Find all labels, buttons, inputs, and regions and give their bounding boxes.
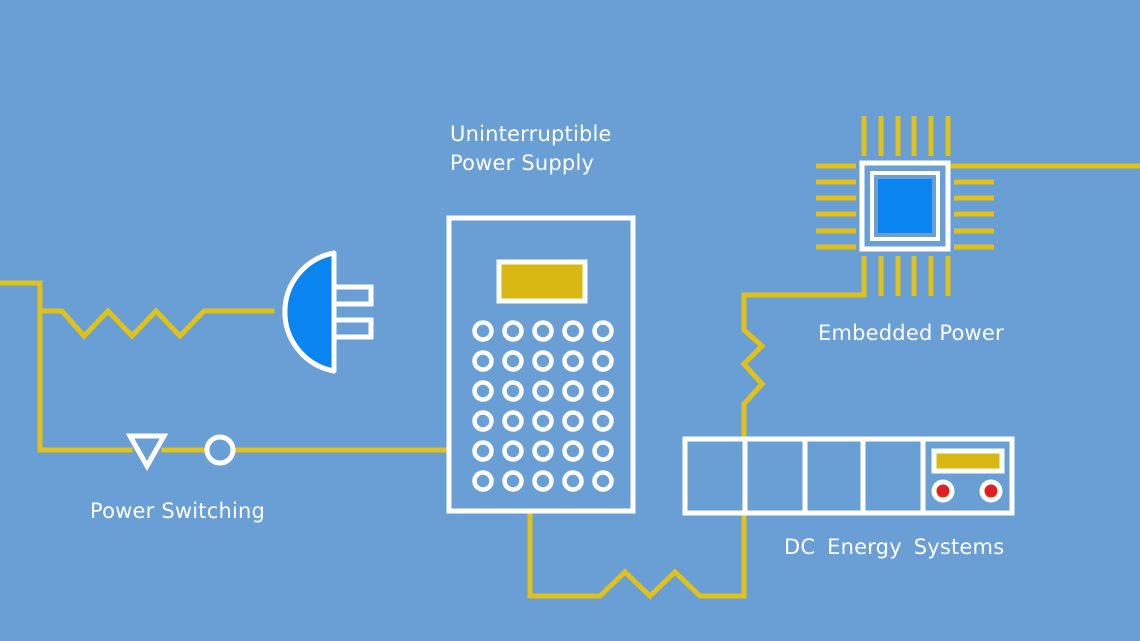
- ups-button: [502, 350, 524, 372]
- wire-left-bottom: [37, 308, 133, 453]
- ups-button: [502, 410, 524, 432]
- ups-button: [562, 470, 584, 492]
- ups-button: [562, 350, 584, 372]
- dc-indicator-right: [979, 479, 1003, 503]
- ups-label: Uninterruptible Power Supply: [450, 120, 612, 178]
- diode-icon: [125, 433, 169, 472]
- ups-button: [562, 320, 584, 342]
- wire-bottom: [527, 509, 747, 600]
- ups-button: [472, 470, 494, 492]
- ups-button: [472, 440, 494, 462]
- wire-left-top: [0, 280, 275, 340]
- dc-energy-systems-label: DC Energy Systems: [784, 535, 1005, 559]
- switch-node-icon: [204, 434, 236, 466]
- dc-rack-icon: [682, 436, 1015, 516]
- ups-button: [532, 470, 554, 492]
- ups-button: [562, 440, 584, 462]
- ups-button: [472, 410, 494, 432]
- power-switching-label: Power Switching: [90, 499, 266, 523]
- ups-device-icon: [446, 215, 636, 514]
- ups-button: [592, 410, 614, 432]
- ups-button: [472, 320, 494, 342]
- ups-display: [496, 259, 588, 304]
- plug-icon: [282, 250, 374, 374]
- ups-button: [592, 380, 614, 402]
- embedded-power-label: Embedded Power: [818, 321, 1004, 345]
- chip-icon: [816, 116, 994, 296]
- ups-button: [532, 410, 554, 432]
- ups-label-line2: Power Supply: [450, 151, 595, 175]
- ups-button: [562, 410, 584, 432]
- ups-button: [532, 320, 554, 342]
- dc-display: [931, 448, 1005, 474]
- ups-button: [592, 470, 614, 492]
- ups-button: [472, 350, 494, 372]
- ups-button: [592, 350, 614, 372]
- ups-label-line1: Uninterruptible: [450, 122, 612, 146]
- ups-button: [502, 470, 524, 492]
- ups-button: [532, 350, 554, 372]
- ups-button: [502, 320, 524, 342]
- ups-button: [532, 380, 554, 402]
- ups-button: [562, 380, 584, 402]
- ups-button: [592, 440, 614, 462]
- dc-indicator-left: [931, 479, 955, 503]
- ups-button: [592, 320, 614, 342]
- ups-button: [472, 380, 494, 402]
- ups-button: [532, 440, 554, 462]
- ups-button: [502, 440, 524, 462]
- ups-button: [502, 380, 524, 402]
- wire-right-vertical: [740, 259, 867, 441]
